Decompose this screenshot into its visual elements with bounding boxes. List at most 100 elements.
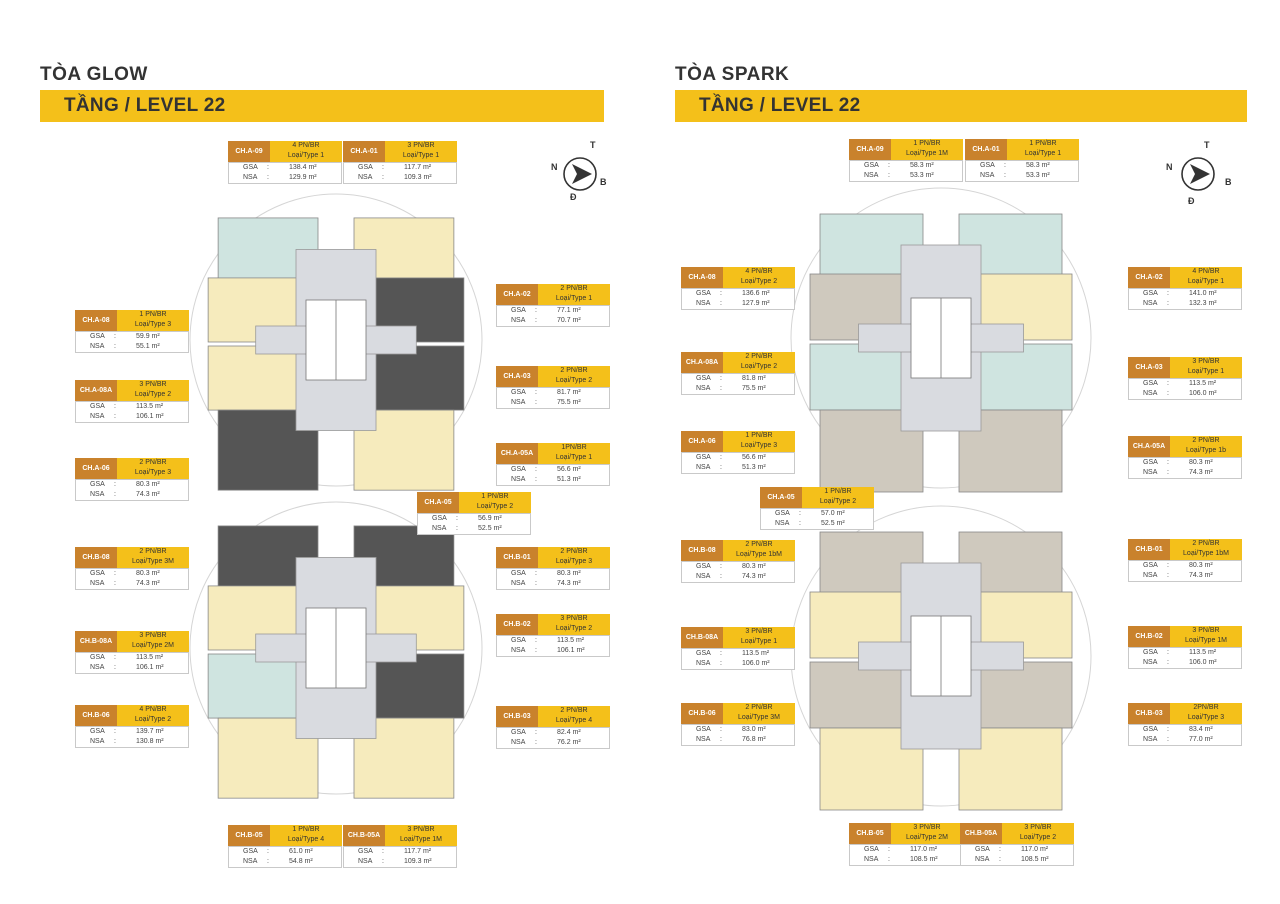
- unit-code: CH.A-08A: [681, 352, 723, 373]
- nsa-label: NSA: [1143, 300, 1158, 307]
- unit-rooms: 2 PN/BR: [745, 353, 773, 360]
- level-label-glow: TẦNG / LEVEL 22: [64, 95, 226, 116]
- gsa-colon: :: [382, 848, 384, 855]
- gsa-colon: :: [1167, 459, 1169, 466]
- nsa-colon: :: [267, 858, 269, 865]
- unit-type: Loại/Type 1M: [399, 836, 443, 843]
- nsa-colon: :: [1167, 572, 1169, 579]
- unit-type: Loại/Type 2: [134, 391, 172, 398]
- unit-card: CH.B-02 3 PN/BR Loại/Type 1M GSA : 113.5…: [1128, 626, 1242, 669]
- unit-area-box: GSA : 117.7 m² NSA : 109.3 m²: [343, 162, 457, 184]
- nsa-row: NSA : 132.3 m²: [1135, 299, 1235, 309]
- unit-rooms: 1 PN/BR: [481, 493, 509, 500]
- gsa-row: GSA : 80.3 m²: [82, 480, 182, 490]
- gsa-colon: :: [1167, 562, 1169, 569]
- nsa-row: NSA : 129.9 m²: [235, 173, 335, 183]
- unit-card: CH.B-08 2 PN/BR Loại/Type 3M GSA : 80.3 …: [75, 547, 189, 590]
- nsa-colon: :: [114, 413, 116, 420]
- nsa-value: 53.3 m²: [910, 172, 934, 179]
- unit-rooms: 4 PN/BR: [1192, 268, 1220, 275]
- unit-area-box: GSA : 80.3 m² NSA : 74.3 m²: [75, 568, 189, 590]
- unit-area-box: GSA : 61.0 m² NSA : 54.8 m²: [228, 846, 342, 868]
- unit-area-box: GSA : 56.6 m² NSA : 51.3 m²: [681, 452, 795, 474]
- nsa-row: NSA : 106.0 m²: [688, 659, 788, 669]
- gsa-colon: :: [888, 162, 890, 169]
- nsa-value: 75.5 m²: [557, 399, 581, 406]
- gsa-label: GSA: [243, 848, 258, 855]
- gsa-colon: :: [114, 570, 116, 577]
- gsa-value: 117.0 m²: [910, 846, 938, 853]
- unit-type: Loại/Type 2: [555, 377, 593, 384]
- gsa-label: GSA: [432, 515, 447, 522]
- nsa-value: 109.3 m²: [404, 174, 432, 181]
- unit-type-box: 3 PN/BR Loại/Type 1M: [1170, 626, 1242, 647]
- unit-type-box: 2 PN/BR Loại/Type 1bM: [723, 540, 795, 561]
- unit-card: CH.B-05A 3 PN/BR Loại/Type 1M GSA : 117.…: [343, 825, 457, 868]
- unit-card: CH.B-08 2 PN/BR Loại/Type 1bM GSA : 80.3…: [681, 540, 795, 583]
- nsa-row: NSA : 74.3 m²: [503, 579, 603, 589]
- unit-card: CH.A-01 3 PN/BR Loại/Type 1 GSA : 117.7 …: [343, 141, 457, 184]
- unit-code: CH.A-08: [75, 310, 117, 331]
- tower-outline-circle: [189, 193, 483, 487]
- nsa-value: 54.8 m²: [289, 858, 313, 865]
- unit-type-box: 1 PN/BR Loại/Type 3: [117, 310, 189, 331]
- unit-type: Loại/Type 1b: [1185, 447, 1227, 454]
- nsa-colon: :: [720, 385, 722, 392]
- unit-area-box: GSA : 117.0 m² NSA : 108.5 m²: [849, 844, 963, 866]
- unit-card: CH.A-03 3 PN/BR Loại/Type 1 GSA : 113.5 …: [1128, 357, 1242, 400]
- unit-type-box: 3 PN/BR Loại/Type 1: [385, 141, 457, 162]
- gsa-value: 113.5 m²: [136, 403, 164, 410]
- nsa-colon: :: [114, 738, 116, 745]
- unit-area-box: GSA : 113.5 m² NSA : 106.1 m²: [75, 652, 189, 674]
- nsa-colon: :: [1167, 390, 1169, 397]
- compass-letter-t: T: [1204, 140, 1210, 150]
- gsa-value: 80.3 m²: [136, 570, 160, 577]
- unit-card: CH.B-06 4 PN/BR Loại/Type 2 GSA : 139.7 …: [75, 705, 189, 748]
- nsa-label: NSA: [90, 738, 105, 745]
- gsa-row: GSA : 56.9 m²: [424, 514, 524, 524]
- nsa-value: 106.0 m²: [742, 660, 770, 667]
- gsa-label: GSA: [1143, 562, 1158, 569]
- unit-card: CH.B-03 2PN/BR Loại/Type 3 GSA : 83.4 m²…: [1128, 703, 1242, 746]
- nsa-value: 52.5 m²: [821, 520, 845, 527]
- nsa-colon: :: [535, 739, 537, 746]
- unit-area-box: GSA : 80.3 m² NSA : 74.3 m²: [1128, 457, 1242, 479]
- unit-code: CH.A-03: [1128, 357, 1170, 378]
- nsa-value: 51.3 m²: [557, 476, 581, 483]
- nsa-row: NSA : 53.3 m²: [972, 171, 1072, 181]
- unit-code: CH.B-08: [681, 540, 723, 561]
- nsa-label: NSA: [358, 174, 373, 181]
- unit-area-box: GSA : 113.5 m² NSA : 106.0 m²: [1128, 378, 1242, 400]
- gsa-colon: :: [1004, 162, 1006, 169]
- unit-type-box: 2 PN/BR Loại/Type 3M: [723, 703, 795, 724]
- unit-card: CH.A-05 1 PN/BR Loại/Type 2 GSA : 57.0 m…: [760, 487, 874, 530]
- gsa-row: GSA : 113.5 m²: [688, 649, 788, 659]
- unit-card: CH.B-01 2 PN/BR Loại/Type 1bM GSA : 80.3…: [1128, 539, 1242, 582]
- unit-type-box: 4 PN/BR Loại/Type 2: [117, 705, 189, 726]
- nsa-label: NSA: [1143, 469, 1158, 476]
- unit-type: Loại/Type 1: [555, 454, 593, 461]
- unit-area-box: GSA : 81.7 m² NSA : 75.5 m²: [496, 387, 610, 409]
- unit-card: CH.A-05A 1PN/BR Loại/Type 1 GSA : 56.6 m…: [496, 443, 610, 486]
- compass-letter-b: B: [600, 177, 607, 187]
- gsa-value: 61.0 m²: [289, 848, 313, 855]
- unit-area-box: GSA : 56.6 m² NSA : 51.3 m²: [496, 464, 610, 486]
- gsa-row: GSA : 80.3 m²: [503, 569, 603, 579]
- unit-rooms: 3 PN/BR: [745, 628, 773, 635]
- nsa-colon: :: [720, 660, 722, 667]
- unit-type: Loại/Type 4: [555, 717, 593, 724]
- unit-type-box: 1 PN/BR Loại/Type 1M: [891, 139, 963, 160]
- unit-code: CH.A-01: [965, 139, 1007, 160]
- unit-code: CH.A-06: [75, 458, 117, 479]
- unit-type-box: 1 PN/BR Loại/Type 3: [723, 431, 795, 452]
- nsa-colon: :: [720, 573, 722, 580]
- unit-rooms: 3 PN/BR: [1024, 824, 1052, 831]
- gsa-label: GSA: [696, 650, 711, 657]
- gsa-label: GSA: [90, 403, 105, 410]
- gsa-label: GSA: [511, 570, 526, 577]
- unit-rooms: 1 PN/BR: [913, 140, 941, 147]
- gsa-value: 56.6 m²: [557, 466, 581, 473]
- unit-code: CH.A-05: [760, 487, 802, 508]
- gsa-label: GSA: [1143, 726, 1158, 733]
- unit-card: CH.B-06 2 PN/BR Loại/Type 3M GSA : 83.0 …: [681, 703, 795, 746]
